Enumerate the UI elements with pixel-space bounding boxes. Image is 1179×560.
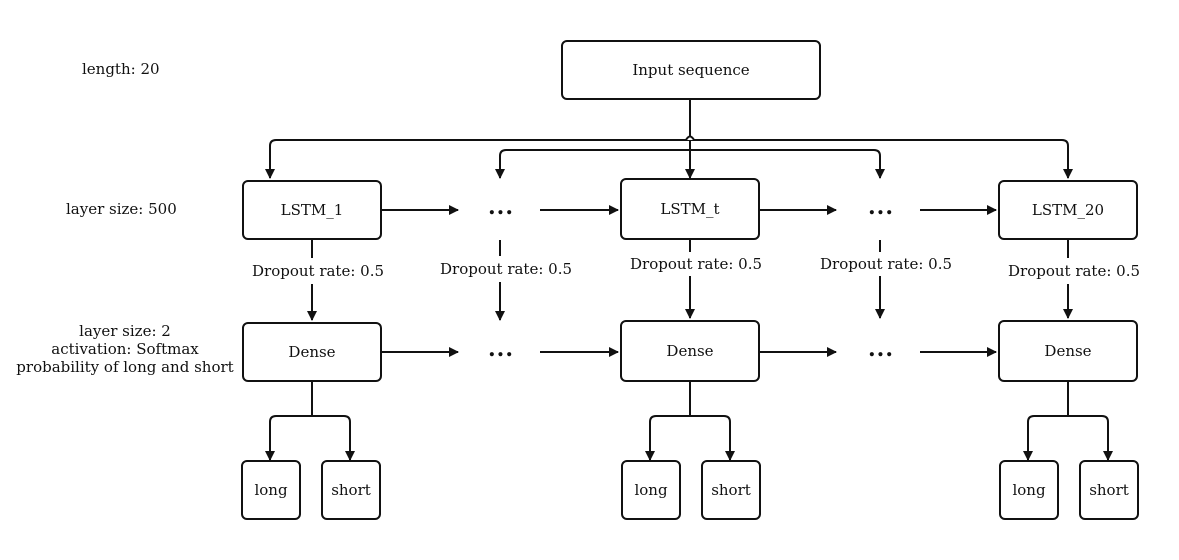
input-sequence-label: Input sequence bbox=[632, 61, 750, 79]
dense-probability-line: probability of long and short bbox=[16, 358, 234, 376]
lstm-node-20-label: LSTM_20 bbox=[1031, 201, 1105, 219]
dense-node-20: Dense bbox=[998, 320, 1138, 382]
dense20-output-split bbox=[1027, 382, 1109, 460]
dense-layer-size-line: layer size: 2 bbox=[79, 322, 171, 340]
output-short-t-label: short bbox=[711, 481, 751, 499]
dense-node-1-label: Dense bbox=[288, 343, 336, 361]
output-short-20: short bbox=[1079, 460, 1139, 520]
dropout-label-3: Dropout rate: 0.5 bbox=[630, 255, 763, 273]
dense-node-t: Dense bbox=[620, 320, 760, 382]
output-short-1-label: short bbox=[331, 481, 371, 499]
length-annotation: length: 20 bbox=[82, 60, 160, 78]
output-short-20-label: short bbox=[1089, 481, 1129, 499]
dense-row-ellipsis-2: ... bbox=[868, 336, 894, 362]
dense-node-20-label: Dense bbox=[1044, 342, 1092, 360]
dropout-label-2: Dropout rate: 0.5 bbox=[440, 260, 573, 278]
lstm-row-ellipsis-1: ... bbox=[488, 194, 514, 220]
dense-node-t-label: Dense bbox=[666, 342, 714, 360]
dense-node-1: Dense bbox=[242, 322, 382, 382]
lstm-row-ellipsis-2: ... bbox=[868, 194, 894, 220]
lstm-node-1: LSTM_1 bbox=[242, 180, 382, 240]
crossing-hop bbox=[685, 135, 695, 141]
input-sequence-node: Input sequence bbox=[561, 40, 821, 100]
lstm-node-1-label: LSTM_1 bbox=[280, 201, 344, 219]
lstm-node-t-label: LSTM_t bbox=[660, 200, 720, 218]
dropout-label-1: Dropout rate: 0.5 bbox=[252, 262, 385, 280]
output-short-1: short bbox=[321, 460, 381, 520]
lstm-node-20: LSTM_20 bbox=[998, 180, 1138, 240]
dense-activation-line: activation: Softmax bbox=[51, 340, 199, 358]
dense1-output-split bbox=[269, 382, 351, 460]
output-long-t-label: long bbox=[634, 481, 668, 499]
output-short-t: short bbox=[701, 460, 761, 520]
output-long-20: long bbox=[999, 460, 1059, 520]
lstm-node-t: LSTM_t bbox=[620, 178, 760, 240]
dropout-label-4: Dropout rate: 0.5 bbox=[820, 255, 953, 273]
output-long-1: long bbox=[241, 460, 301, 520]
output-long-1-label: long bbox=[254, 481, 288, 499]
dense-info-annotation: layer size: 2 activation: Softmax probab… bbox=[14, 322, 236, 376]
lstm-layer-size-annotation: layer size: 500 bbox=[66, 200, 177, 218]
densemid-output-split bbox=[649, 382, 731, 460]
dropout-label-5: Dropout rate: 0.5 bbox=[1008, 262, 1141, 280]
output-long-t: long bbox=[621, 460, 681, 520]
dense-row-ellipsis-1: ... bbox=[488, 336, 514, 362]
output-long-20-label: long bbox=[1012, 481, 1046, 499]
fanout-outer-bus bbox=[269, 139, 1073, 179]
